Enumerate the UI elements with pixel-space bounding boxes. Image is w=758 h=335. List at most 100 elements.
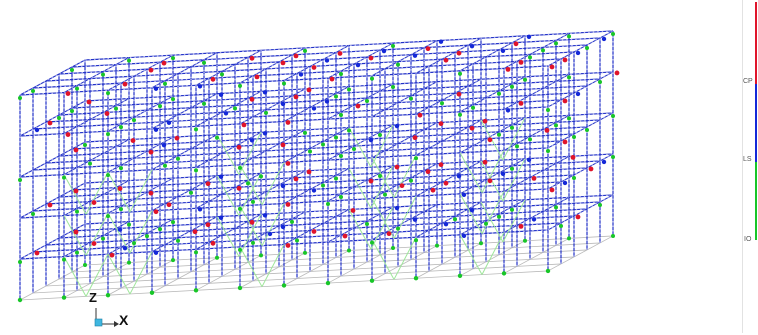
beam-member-y-tick — [107, 177, 174, 214]
hinge-io-marker — [378, 133, 382, 138]
beam-member-y-tick — [107, 136, 174, 173]
hinge-io-marker — [321, 183, 325, 188]
hinge-io-marker — [171, 220, 175, 225]
beam-member-y-tick — [195, 214, 262, 250]
hinge-cp-marker — [394, 164, 400, 170]
hinge-ls-marker — [324, 58, 330, 63]
beam-member-y-tick — [503, 115, 570, 151]
hinge-cp-marker — [443, 180, 449, 186]
hinge-ls-marker — [218, 174, 224, 179]
hinge-io-marker — [193, 288, 199, 293]
hinge-io-marker — [325, 280, 331, 286]
hinge-cp-marker — [65, 132, 71, 137]
hinge-io-marker — [585, 45, 589, 50]
hinge-cp-marker — [65, 91, 71, 96]
hinge-ls-marker — [461, 233, 467, 238]
hinge-io-marker — [546, 107, 550, 112]
hinge-cp-marker — [249, 219, 255, 225]
hinge-io-marker — [194, 168, 198, 173]
hinge-ls-marker — [161, 142, 167, 148]
hinge-io-marker — [18, 96, 22, 100]
model-viewport-3d[interactable] — [0, 0, 742, 333]
hinge-io-marker — [572, 134, 576, 139]
hinge-ls-marker — [280, 183, 286, 189]
hinge-io-marker — [18, 178, 22, 182]
hinge-io-marker — [497, 91, 501, 96]
base-grid-line — [63, 262, 130, 298]
hinge-cp-marker — [130, 138, 136, 143]
hinge-ls-marker — [500, 48, 506, 53]
beam-member-y-tick — [19, 182, 86, 219]
hinge-io-marker — [31, 212, 35, 216]
brace-member — [216, 216, 240, 257]
hinge-ls-marker — [262, 90, 268, 95]
hinge-cp-marker — [386, 231, 392, 237]
brace-member — [370, 124, 394, 168]
legend-bar-cp — [755, 2, 757, 84]
brace-member — [238, 173, 262, 216]
hinge-cp-marker — [293, 94, 299, 100]
hinge-io-marker — [321, 142, 325, 147]
hinge-ls-marker — [601, 159, 607, 165]
hinge-io-marker — [70, 68, 74, 72]
hinge-io-marker — [303, 250, 307, 255]
hinge-io-marker — [127, 260, 131, 265]
hinge-io-marker — [119, 166, 123, 171]
hinge-cp-marker — [280, 142, 286, 148]
hinge-ls-marker — [262, 131, 268, 136]
hinge-io-marker — [233, 106, 237, 111]
hinge-cp-marker — [487, 137, 493, 143]
hinge-ls-marker — [394, 205, 400, 211]
structural-frame-model — [17, 30, 620, 303]
hinge-io-marker — [106, 173, 110, 178]
hinge-io-marker — [567, 236, 571, 241]
hinge-ls-marker — [469, 44, 475, 49]
plastic-hinges — [17, 31, 620, 303]
hinge-cp-marker — [412, 135, 418, 141]
hinge-cp-marker — [254, 74, 260, 80]
hinge-io-marker — [215, 255, 219, 260]
beam-member-y-tick — [327, 165, 394, 202]
brace-member — [239, 164, 263, 205]
hinge-cp-marker — [456, 50, 462, 56]
hinge-io-marker — [567, 34, 571, 39]
hinge-cp-marker — [430, 187, 436, 193]
brace-member — [348, 127, 372, 168]
hinge-io-marker — [347, 248, 351, 253]
hinge-io-marker — [457, 273, 463, 278]
hinge-cp-marker — [285, 120, 291, 125]
brace-member — [502, 199, 526, 243]
hinge-io-marker — [365, 99, 369, 104]
hinge-io-marker — [101, 72, 105, 77]
hinge-cp-marker — [487, 178, 493, 184]
brace-member — [459, 152, 483, 193]
beam-member-y-tick — [151, 52, 218, 88]
hinge-ls-marker — [461, 192, 467, 197]
hinge-cp-marker — [241, 122, 247, 128]
brace-member — [129, 251, 153, 295]
hinge-cp-marker — [562, 57, 568, 63]
beam-member-y-tick — [151, 175, 218, 211]
hinge-cp-marker — [192, 229, 198, 235]
hinge-cp-marker — [350, 208, 356, 213]
hinge-io-marker — [105, 292, 111, 298]
hinge-ls-marker — [500, 171, 506, 176]
brace-member — [480, 201, 504, 243]
hinge-io-marker — [334, 176, 338, 181]
hinge-io-marker — [501, 271, 507, 276]
hinge-io-marker — [611, 154, 615, 159]
brace-member — [261, 244, 285, 287]
base-grid-line — [195, 254, 262, 291]
hinge-io-marker — [378, 174, 382, 179]
hinge-cp-marker — [148, 190, 154, 196]
hinge-ls-marker — [531, 217, 537, 222]
hinge-cp-marker — [205, 222, 211, 228]
hinge-cp-marker — [148, 149, 154, 155]
hinge-cp-marker — [210, 76, 216, 82]
base-grid-line — [503, 238, 570, 274]
hinge-io-marker — [114, 106, 118, 111]
hinge-io-marker — [238, 83, 242, 88]
brace-member — [63, 215, 87, 256]
hinge-ls-marker — [324, 99, 330, 104]
hinge-cp-marker — [482, 118, 488, 124]
